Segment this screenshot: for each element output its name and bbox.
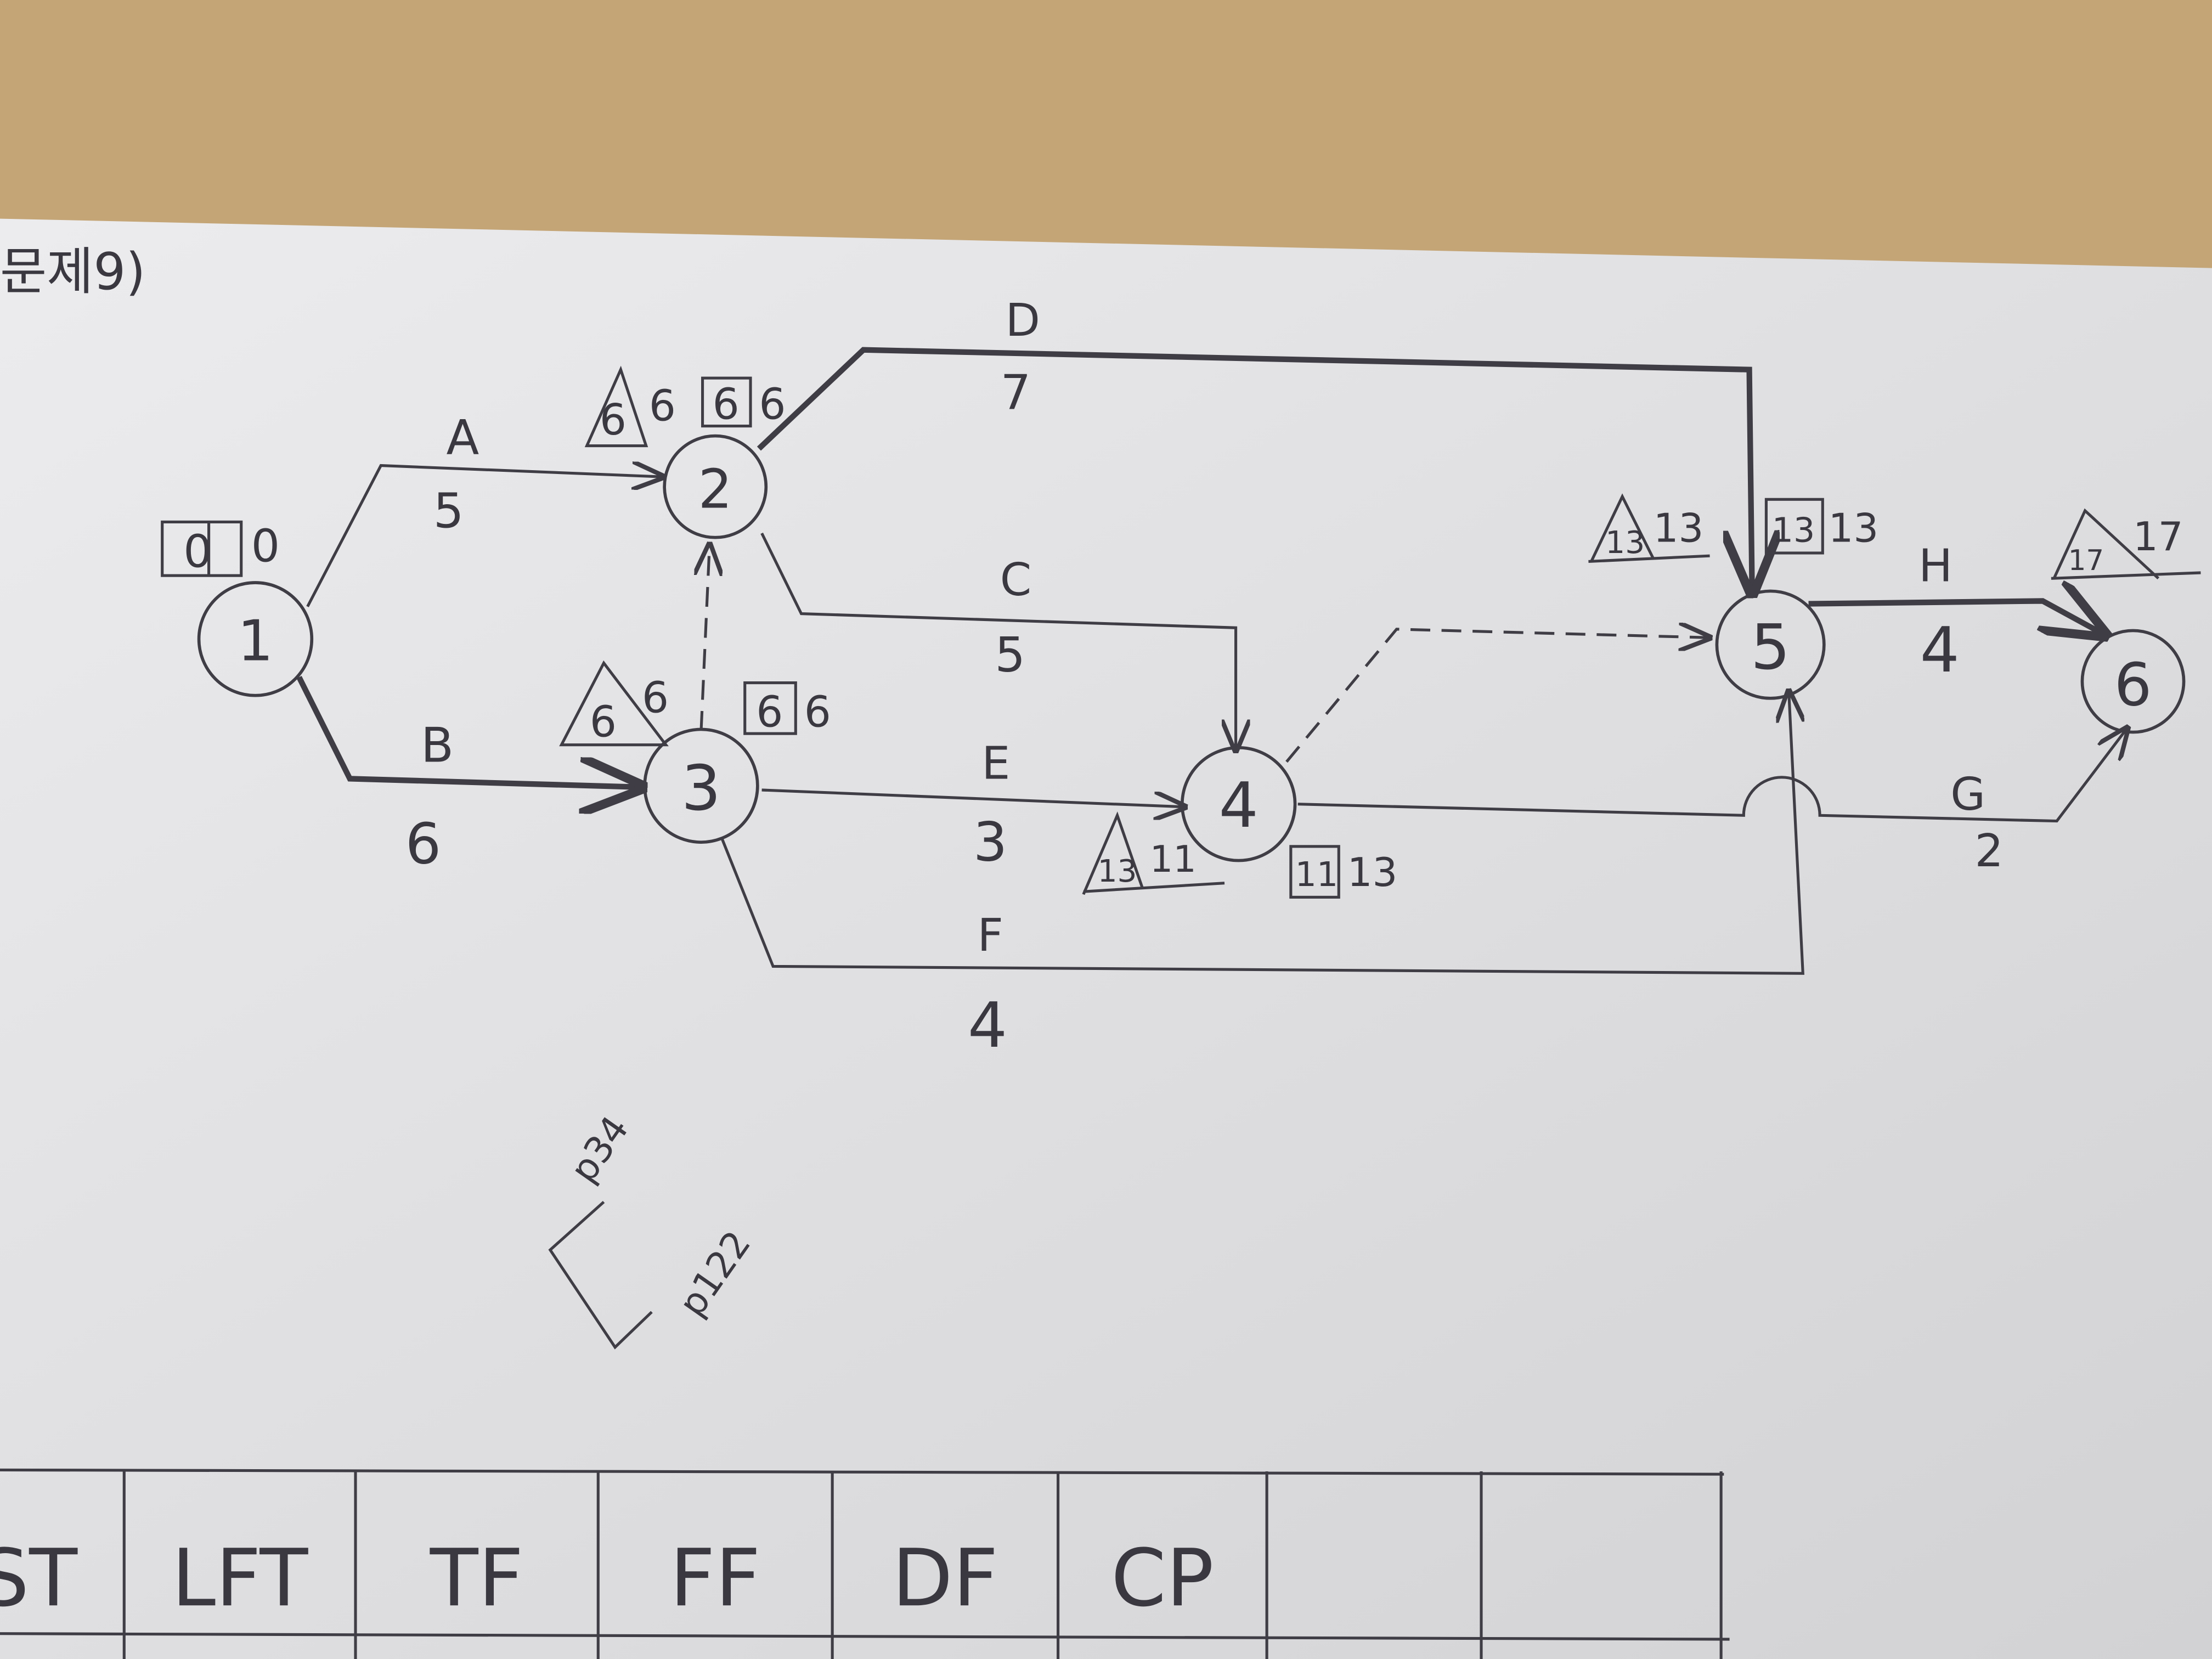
edge-h bbox=[1808, 601, 2105, 635]
node-2: 2 bbox=[663, 434, 768, 539]
node-6: 6 bbox=[2080, 629, 2186, 734]
node-5-times: 13 13 13 13 bbox=[1588, 493, 1879, 563]
svg-text:6: 6 bbox=[2114, 651, 2152, 720]
edge-c bbox=[760, 532, 1236, 751]
node-6-times: 17 17 bbox=[2051, 508, 2201, 580]
svg-text:6: 6 bbox=[713, 380, 740, 430]
svg-text:A: A bbox=[447, 410, 479, 466]
svg-text:6: 6 bbox=[649, 381, 676, 431]
edge-a bbox=[306, 466, 663, 607]
table-header-cell: LFT bbox=[172, 1532, 309, 1624]
activity-h-label: H4 bbox=[1918, 540, 1960, 686]
node-1-times: 0 0 bbox=[161, 520, 280, 578]
node-3-times: 6 6 6 6 bbox=[559, 660, 831, 747]
svg-text:5: 5 bbox=[1751, 611, 1790, 684]
svg-text:H: H bbox=[1918, 540, 1953, 592]
svg-text:6: 6 bbox=[600, 396, 627, 445]
table-header-cell: FF bbox=[670, 1532, 761, 1624]
svg-text:1: 1 bbox=[238, 608, 273, 674]
svg-text:2: 2 bbox=[1975, 825, 2004, 877]
svg-text:13: 13 bbox=[1772, 510, 1815, 550]
svg-text:0: 0 bbox=[183, 526, 212, 578]
svg-text:D: D bbox=[1006, 295, 1040, 347]
svg-text:13: 13 bbox=[1829, 505, 1879, 551]
svg-text:11: 11 bbox=[1295, 855, 1339, 894]
svg-text:B: B bbox=[421, 718, 454, 774]
svg-text:4: 4 bbox=[1219, 769, 1259, 842]
activity-f-label: F4 bbox=[968, 910, 1007, 1062]
activity-a-label: A5 bbox=[433, 410, 479, 539]
dummy-edge-4-5 bbox=[1285, 629, 1709, 763]
svg-text:6: 6 bbox=[590, 697, 617, 747]
table-header-cell: TF bbox=[430, 1532, 524, 1624]
svg-text:G: G bbox=[1950, 769, 1985, 821]
activity-c-label: C5 bbox=[995, 554, 1031, 683]
problem-title: 문제9) bbox=[0, 242, 145, 301]
svg-text:3: 3 bbox=[973, 811, 1007, 874]
svg-text:3: 3 bbox=[681, 752, 721, 825]
svg-text:13: 13 bbox=[1347, 849, 1398, 895]
svg-text:E: E bbox=[981, 737, 1010, 789]
node-5: 5 bbox=[1715, 589, 1826, 700]
svg-text:2: 2 bbox=[698, 459, 732, 521]
node-1: 1 bbox=[197, 581, 314, 697]
table-header-cell: DF bbox=[892, 1532, 998, 1624]
svg-text:6: 6 bbox=[756, 687, 783, 737]
svg-text:0: 0 bbox=[251, 520, 280, 572]
table-header-cell: CP bbox=[1111, 1532, 1214, 1624]
activity-d-label: D7 bbox=[1001, 295, 1040, 421]
svg-text:5: 5 bbox=[433, 483, 464, 539]
svg-text:7: 7 bbox=[1001, 365, 1031, 421]
svg-text:6: 6 bbox=[405, 812, 441, 877]
svg-text:13: 13 bbox=[1654, 505, 1704, 551]
node-4-times: 13 11 11 13 bbox=[1082, 811, 1398, 899]
node-2-times: 6 6 6 6 bbox=[584, 365, 786, 448]
activity-e-label: E3 bbox=[973, 737, 1010, 873]
edge-d bbox=[757, 347, 1752, 592]
summary-table: ST LFT TF FF DF CP bbox=[0, 1468, 1730, 1659]
activity-b-label: B6 bbox=[405, 718, 454, 877]
edge-b bbox=[296, 675, 642, 787]
svg-text:6: 6 bbox=[642, 674, 669, 723]
node-3: 3 bbox=[643, 727, 759, 844]
edge-g bbox=[1297, 728, 2128, 823]
edge-f bbox=[721, 691, 1803, 975]
svg-text:17: 17 bbox=[2133, 514, 2183, 560]
svg-text:4: 4 bbox=[968, 989, 1007, 1062]
svg-text:F: F bbox=[977, 910, 1003, 962]
table-header-cell: ST bbox=[0, 1532, 78, 1624]
edge-e bbox=[761, 788, 1185, 807]
svg-text:4: 4 bbox=[1920, 614, 1960, 686]
svg-text:11: 11 bbox=[1150, 838, 1197, 881]
node-4: 4 bbox=[1181, 746, 1297, 862]
dummy-edge-3-2 bbox=[701, 545, 709, 731]
svg-text:C: C bbox=[1000, 554, 1031, 606]
activity-g-label: G2 bbox=[1950, 769, 2004, 877]
paper-sheet bbox=[0, 218, 2212, 1659]
svg-text:6: 6 bbox=[759, 380, 786, 430]
svg-text:6: 6 bbox=[804, 687, 831, 737]
svg-text:17: 17 bbox=[2068, 544, 2104, 577]
svg-text:5: 5 bbox=[995, 627, 1025, 683]
svg-text:13: 13 bbox=[1098, 853, 1137, 889]
svg-text:13: 13 bbox=[1605, 524, 1645, 561]
